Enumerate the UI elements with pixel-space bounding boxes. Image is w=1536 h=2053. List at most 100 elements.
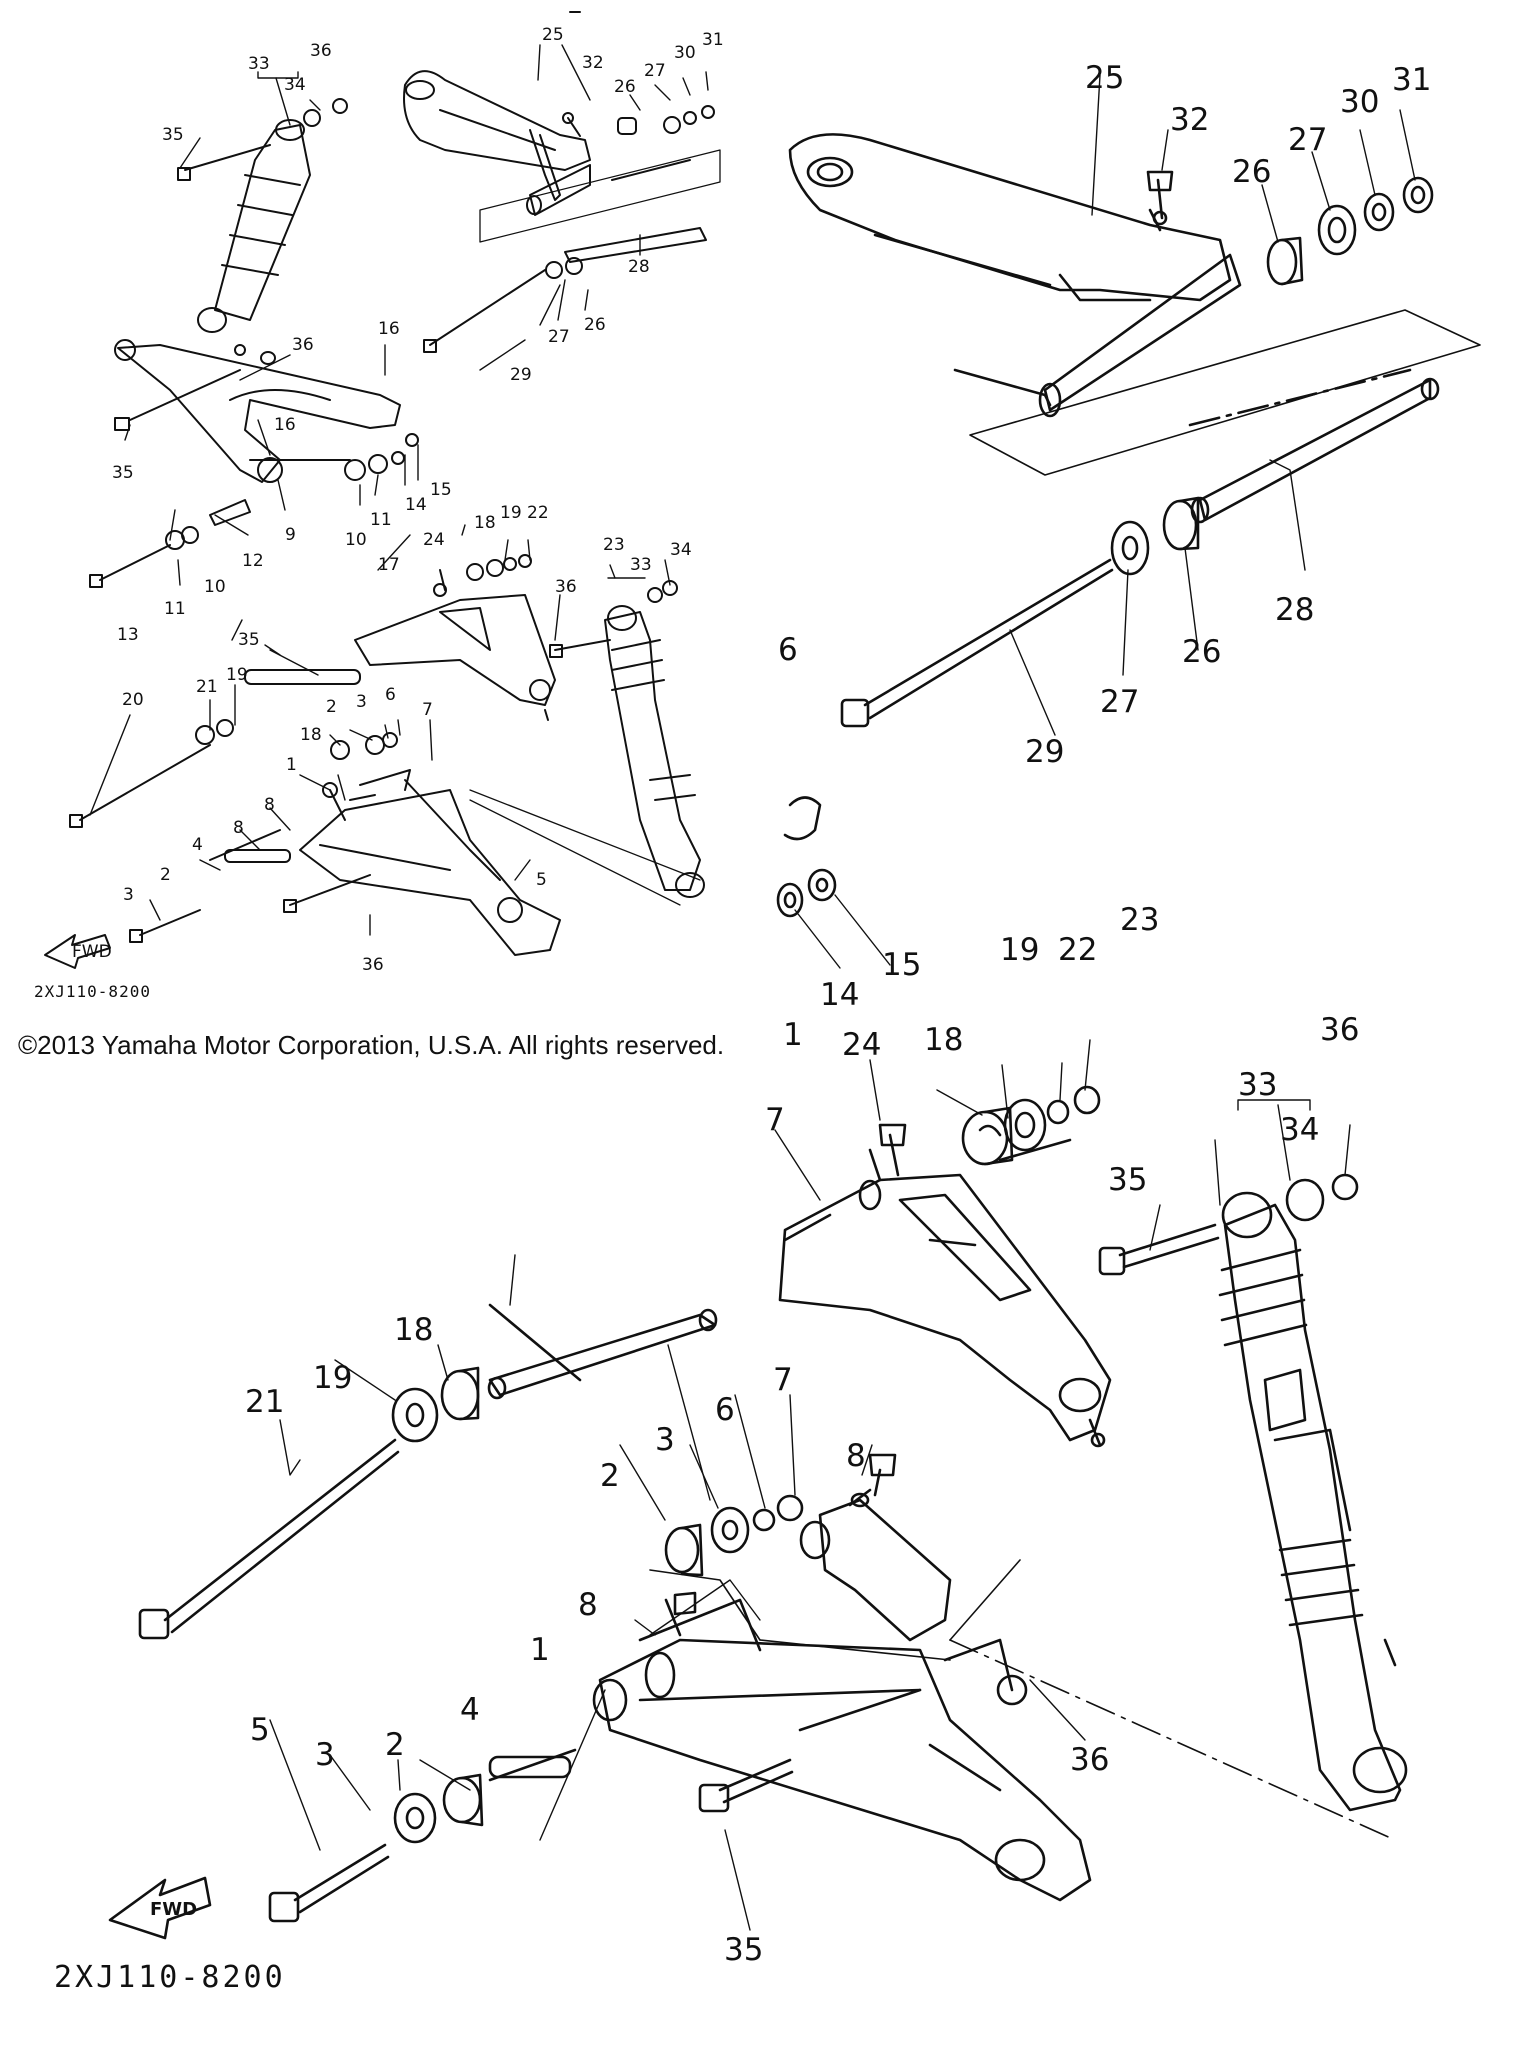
large-fwd-label: FWD — [150, 1899, 197, 1920]
copyright-notice: ©2013 Yamaha Motor Corporation, U.S.A. A… — [18, 1030, 725, 1060]
callout: 18 — [394, 1312, 433, 1348]
small-fwd-label: FWD — [72, 942, 112, 962]
callout: 22 — [1058, 932, 1097, 968]
callout: 14 — [820, 977, 859, 1013]
callout: 12 — [242, 551, 264, 571]
small-overview: FWD — [44, 11, 721, 969]
small-upper-arm-mid — [69, 554, 556, 828]
large-bushings-top — [840, 176, 1440, 728]
callout: 30 — [1340, 84, 1379, 120]
callout: 1 — [783, 1017, 803, 1053]
callout: 29 — [510, 365, 532, 385]
large-detail: FWD — [108, 133, 1481, 1940]
callout-leaders — [89, 44, 1416, 1931]
callout: 4 — [460, 1692, 480, 1728]
callout: 36 — [292, 335, 314, 355]
callout: 19 — [1000, 932, 1039, 968]
callout: 31 — [1392, 62, 1431, 98]
callout: 6 — [385, 685, 396, 705]
callout: 36 — [310, 41, 332, 61]
callout: 1 — [286, 755, 297, 775]
callout: 23 — [603, 535, 625, 555]
callout: 33 — [248, 54, 270, 74]
callout: 35 — [162, 125, 184, 145]
callout: 27 — [548, 327, 570, 347]
callout: 35 — [112, 463, 134, 483]
callout: 25 — [1085, 60, 1124, 96]
callout: 11 — [164, 599, 186, 619]
callout: 19 — [500, 503, 522, 523]
callout: 23 — [1120, 902, 1159, 938]
callout: 19 — [313, 1360, 352, 1396]
callout: 26 — [1232, 154, 1271, 190]
callout: 7 — [773, 1362, 793, 1398]
callout: 5 — [250, 1712, 270, 1748]
callout: 11 — [370, 510, 392, 530]
callout: 27 — [1288, 122, 1327, 158]
large-lower-arm — [268, 1453, 1092, 1923]
callout: 33 — [630, 555, 652, 575]
callout: 3 — [315, 1737, 335, 1773]
callout: 36 — [555, 577, 577, 597]
small-callout-labels: 33 36 34 35 25 32 26 27 30 31 28 29 27 2… — [112, 25, 724, 975]
callout: 34 — [284, 75, 306, 95]
callout: 16 — [378, 319, 400, 339]
callout: 1 — [530, 1632, 550, 1668]
callout: 30 — [674, 43, 696, 63]
small-shock-upper — [177, 98, 348, 333]
callout: 26 — [584, 315, 606, 335]
callout: 21 — [245, 1384, 284, 1420]
callout: 26 — [1182, 634, 1221, 670]
callout: 3 — [655, 1422, 675, 1458]
callout: 25 — [542, 25, 564, 45]
large-shock — [949, 1173, 1408, 1841]
callout: 31 — [702, 30, 724, 50]
large-upper-arm — [788, 133, 1481, 476]
callout: 34 — [670, 540, 692, 560]
callout: 3 — [123, 885, 134, 905]
catalog-number-large: 2XJ110-8200 — [54, 1960, 286, 1995]
callout: 14 — [405, 495, 427, 515]
callout: 9 — [285, 525, 296, 545]
callout: 6 — [778, 632, 798, 668]
callout: 8 — [233, 818, 244, 838]
callout: 21 — [196, 677, 218, 697]
catalog-number-small: 2XJ110-8200 — [34, 982, 151, 1001]
callout: 34 — [1280, 1112, 1319, 1148]
callout: 35 — [238, 630, 260, 650]
callout: 8 — [578, 1587, 598, 1623]
callout: 33 — [1238, 1067, 1277, 1103]
callout: 22 — [527, 503, 549, 523]
callout: 8 — [846, 1438, 866, 1474]
callout: 24 — [842, 1027, 881, 1063]
callout: 2 — [385, 1727, 405, 1763]
callout: 13 — [117, 625, 139, 645]
callout: 8 — [264, 795, 275, 815]
callout: 27 — [1100, 684, 1139, 720]
callout: 29 — [1025, 734, 1064, 770]
callout: 18 — [300, 725, 322, 745]
callout: 5 — [536, 870, 547, 890]
callout: 15 — [882, 947, 921, 983]
callout: 18 — [924, 1022, 963, 1058]
callout: 27 — [644, 61, 666, 81]
callout: 18 — [474, 513, 496, 533]
callout: 35 — [724, 1932, 763, 1968]
callout: 28 — [628, 257, 650, 277]
callout: 7 — [765, 1102, 785, 1138]
small-lower-arm — [129, 732, 701, 956]
callout: 32 — [1170, 102, 1209, 138]
callout: 2 — [326, 697, 337, 717]
callout: 24 — [423, 530, 445, 550]
small-a-arm-1 — [114, 339, 401, 483]
callout: 2 — [600, 1458, 620, 1494]
small-fwd-arrow: FWD — [44, 934, 112, 969]
callout: 26 — [614, 77, 636, 97]
small-upper-arm — [403, 11, 721, 353]
callout: 17 — [378, 555, 400, 575]
callout: 15 — [430, 480, 452, 500]
callout: 2 — [160, 865, 171, 885]
callout: 36 — [1320, 1012, 1359, 1048]
